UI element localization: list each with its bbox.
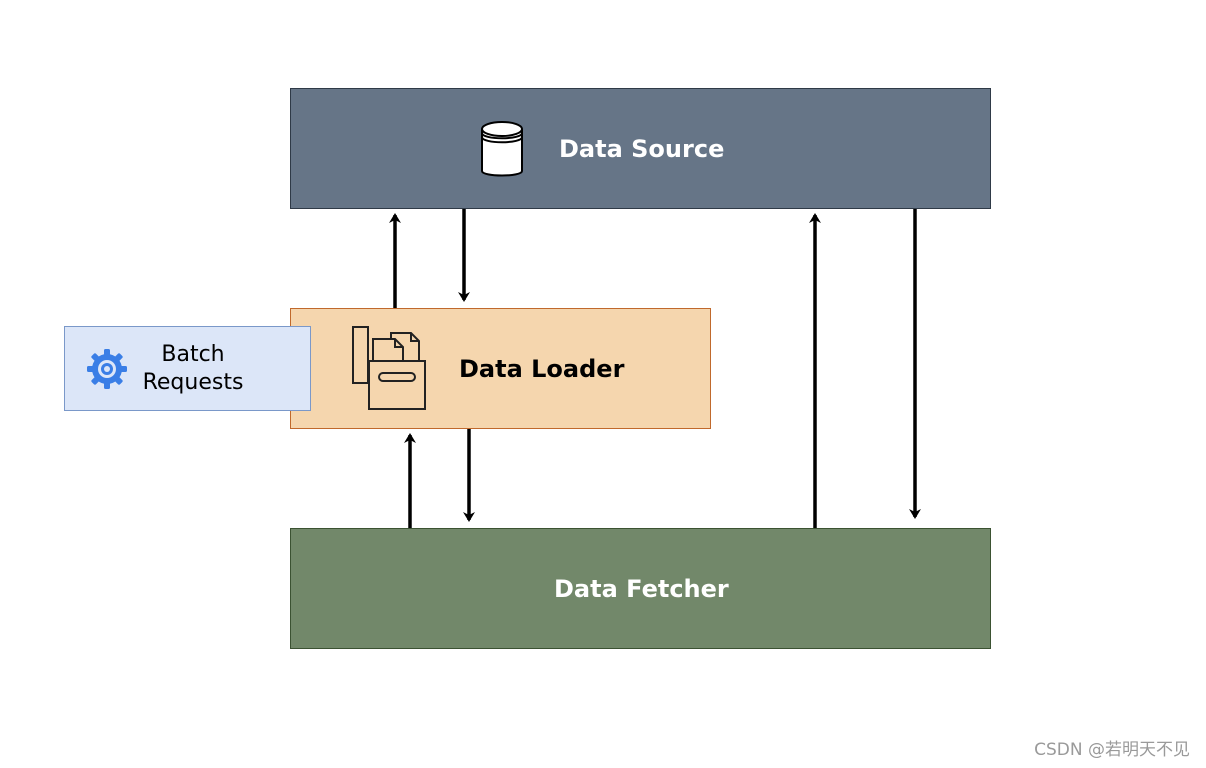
batch-requests-line2: Requests: [142, 370, 244, 395]
batch-requests-label: Batch Requests: [133, 341, 253, 397]
archive-icon: [352, 326, 426, 410]
data-source-label: Data Source: [559, 135, 725, 163]
batch-requests-line1: Batch: [161, 342, 225, 367]
data-fetcher-box: Data Fetcher: [290, 528, 991, 649]
data-loader-box: Data Loader: [290, 308, 711, 429]
batch-requests-box: Batch Requests: [64, 326, 311, 411]
database-icon: [481, 121, 523, 177]
data-loader-label: Data Loader: [459, 355, 625, 383]
data-fetcher-label: Data Fetcher: [554, 575, 729, 603]
data-source-box: Data Source: [290, 88, 991, 209]
gear-icon: [87, 349, 127, 389]
watermark: CSDN @若明天不见: [1034, 740, 1190, 760]
